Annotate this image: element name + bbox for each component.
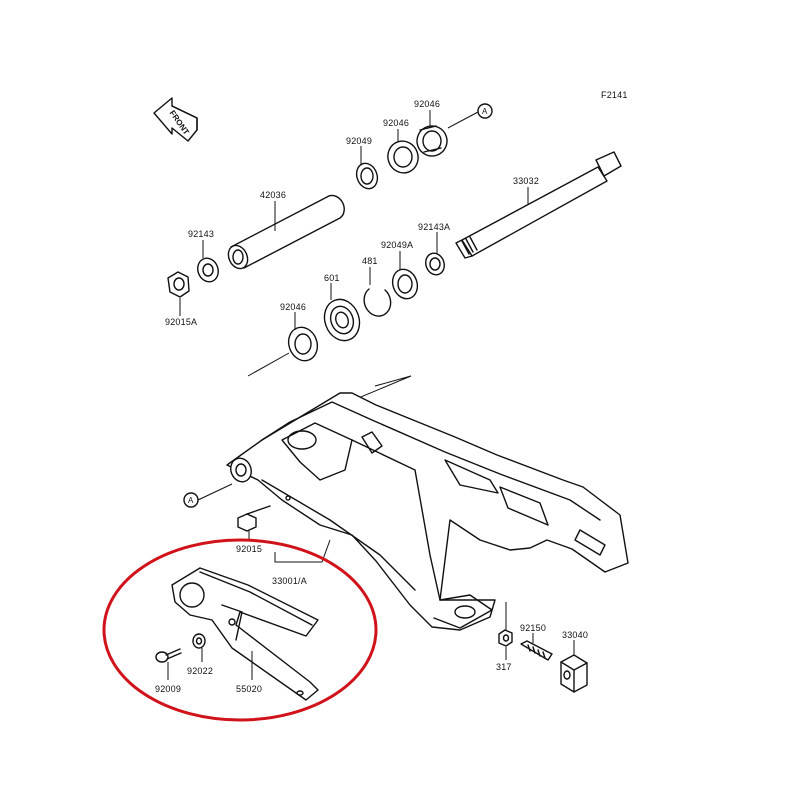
bolt-92015 (237, 505, 271, 532)
label-92046-top: 92046 (414, 99, 440, 109)
swingarm-33001 (226, 392, 629, 631)
screw-92009 (155, 648, 182, 663)
adjuster-block-33040 (560, 654, 588, 693)
axle-33032 (455, 151, 622, 259)
nut-92015A (167, 271, 190, 298)
ref-marker-a-lower: A (183, 483, 233, 508)
highlight-circle (102, 538, 378, 722)
label-92009: 92009 (155, 684, 181, 694)
collar-92143A (425, 252, 445, 276)
label-33001A: 33001/A (272, 576, 307, 586)
label-92143A: 92143A (418, 222, 450, 232)
svg-text:A: A (482, 107, 488, 116)
washer-92022 (192, 633, 206, 649)
label-55020: 55020 (236, 684, 262, 694)
front-arrow-icon: FRONT (153, 97, 198, 142)
label-92022: 92022 (187, 666, 213, 676)
figure-code: F2141 (601, 90, 628, 100)
label-92046-low: 92046 (280, 302, 306, 312)
bolt-92150 (520, 640, 553, 661)
bearing-92046-top (416, 125, 448, 157)
label-33040: 33040 (562, 630, 588, 640)
chain-guard-55020 (171, 567, 319, 701)
label-317: 317 (496, 662, 512, 672)
ball-bearing-601 (323, 298, 361, 342)
label-92049: 92049 (346, 136, 372, 146)
label-92015: 92015 (236, 544, 262, 554)
sleeve-42036 (227, 194, 345, 270)
label-92049A: 92049A (381, 240, 413, 250)
ref-marker-a-top: A (447, 103, 493, 129)
seal-92049 (355, 162, 379, 190)
label-481: 481 (362, 256, 378, 266)
label-92015A: 92015A (165, 317, 197, 327)
nut-317 (498, 629, 513, 647)
label-92046-mid: 92046 (383, 118, 409, 128)
svg-text:A: A (188, 496, 194, 505)
label-92150: 92150 (520, 623, 546, 633)
label-42036: 42036 (260, 190, 286, 200)
collar-92143 (197, 257, 219, 283)
label-33032: 33032 (513, 176, 539, 186)
circlip-481 (363, 288, 392, 317)
bearing-92046-low (287, 326, 319, 362)
label-92143: 92143 (188, 229, 214, 239)
label-601: 601 (324, 273, 340, 283)
seal-92049A (391, 268, 419, 300)
